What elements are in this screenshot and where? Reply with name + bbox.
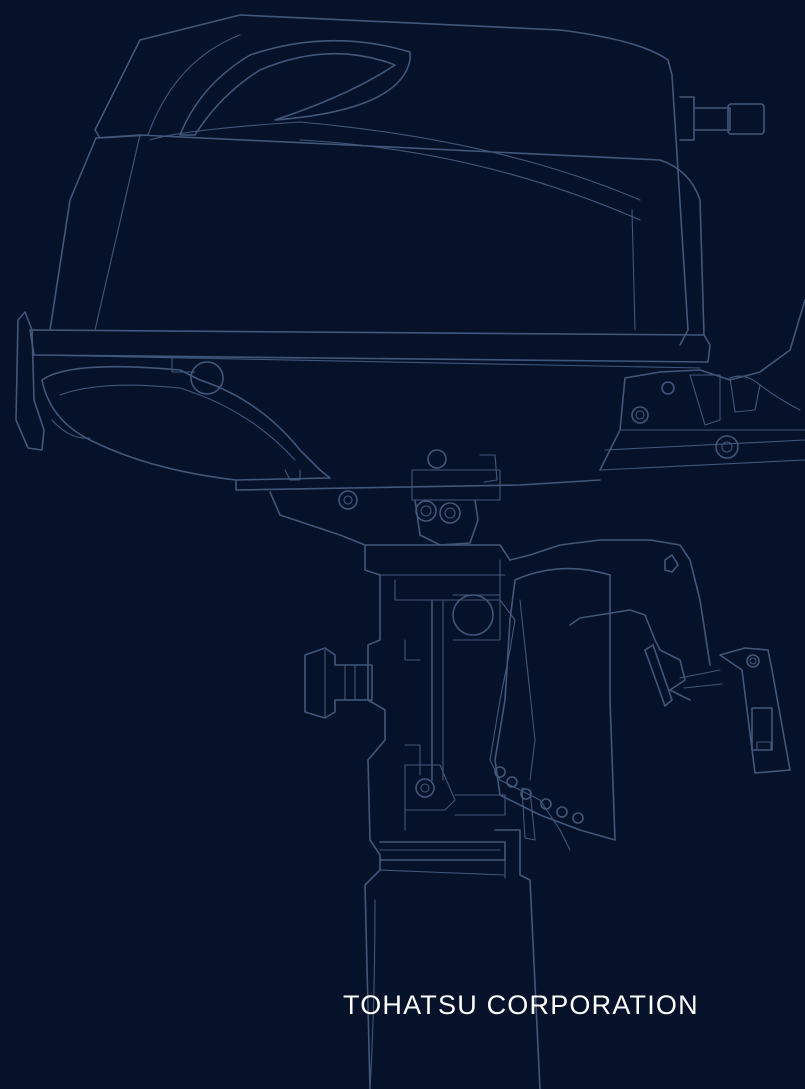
- company-name: TOHATSU CORPORATION: [343, 990, 699, 1020]
